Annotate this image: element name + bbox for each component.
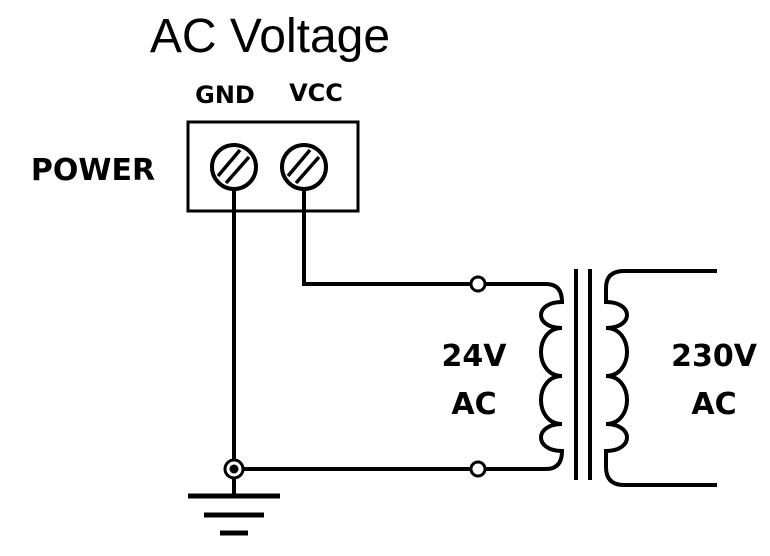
primary-bottom-lead <box>483 448 565 471</box>
primary-terminal-bottom <box>469 460 487 478</box>
diagram-title: AC Voltage <box>150 10 390 63</box>
primary-terminal-top <box>469 275 487 293</box>
primary-voltage-label: 24V <box>442 339 508 374</box>
ground-icon <box>188 493 280 536</box>
power-label: POWER <box>31 153 155 188</box>
secondary-bottom-lead <box>604 449 717 487</box>
primary-type-label: AC <box>451 387 496 422</box>
secondary-coil <box>604 300 629 453</box>
ground-junction <box>223 458 245 480</box>
primary-top-lead <box>483 282 565 305</box>
secondary-type-label: AC <box>691 387 736 422</box>
gnd-screw-icon <box>210 143 258 191</box>
transformer-icon <box>539 269 717 487</box>
secondary-voltage-label: 230V <box>671 339 758 374</box>
terminal-block <box>186 120 360 213</box>
gnd-terminal-label: GND <box>195 81 255 109</box>
primary-coil <box>539 300 564 453</box>
vcc-terminal-label: VCC <box>289 79 343 107</box>
secondary-top-lead <box>604 269 717 304</box>
vcc-screw-icon <box>280 143 328 191</box>
vcc-wire <box>302 187 473 286</box>
